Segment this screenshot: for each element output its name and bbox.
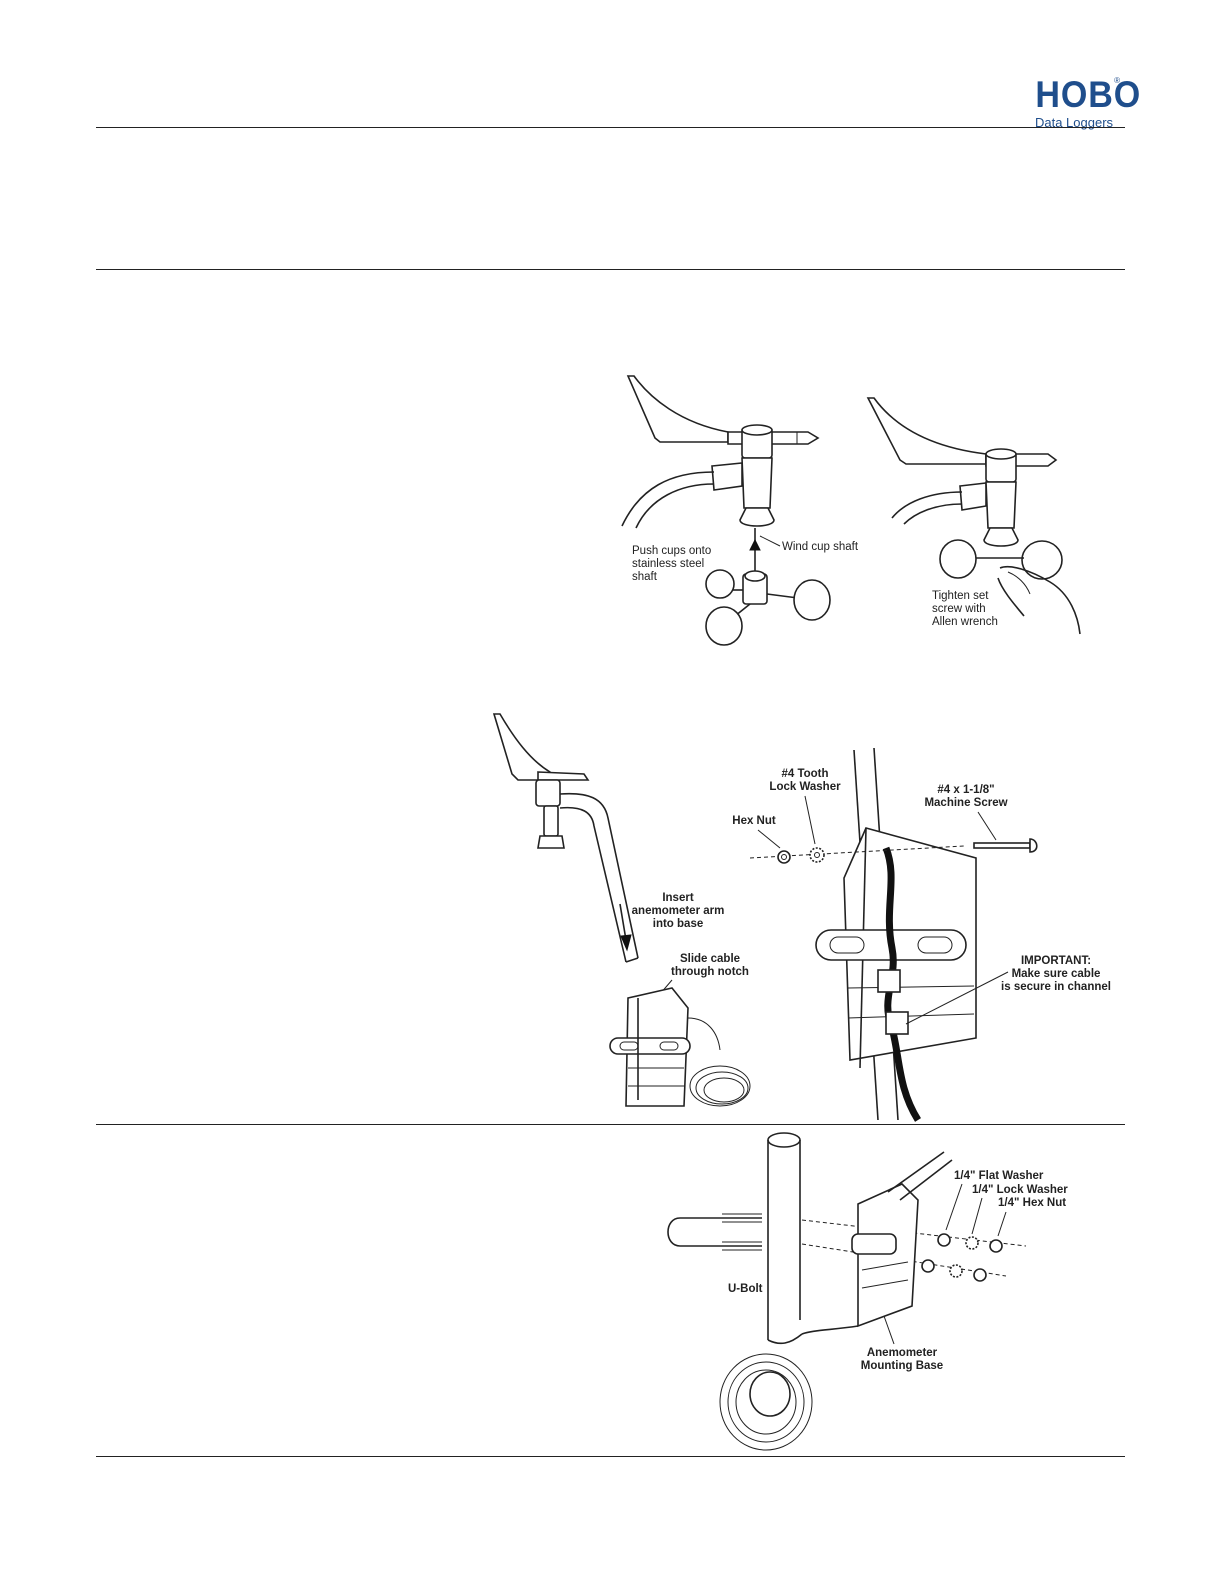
label-mounting-base-2: Mounting Base — [861, 1360, 943, 1372]
hex-nut-part — [777, 850, 791, 864]
figure-wind-cup-install: Push cups onto stainless steel shaft Win… — [621, 375, 1081, 646]
mast-pipe — [767, 1132, 801, 1340]
logo-registered-mark: ® — [1114, 76, 1120, 85]
label-tighten-3: Allen wrench — [932, 616, 998, 628]
label-push-cups-3: shaft — [632, 571, 658, 583]
machine-screw-part — [973, 838, 1038, 853]
label-mounting-base-1: Anemometer — [867, 1347, 938, 1359]
label-important-1: IMPORTANT: — [1021, 955, 1091, 967]
label-flat-washer: 1/4" Flat Washer — [954, 1170, 1044, 1182]
footer-rule — [96, 1456, 1125, 1457]
label-hex-nut: Hex Nut — [732, 815, 776, 827]
label-slide-2: through notch — [671, 966, 749, 978]
label-screw-1: #4 x 1-1/8" — [937, 784, 994, 796]
label-insert-2: anemometer arm — [632, 905, 725, 917]
washer-leader-line — [804, 795, 816, 845]
figure-arm-into-base: Insert anemometer arm into base Slide ca… — [492, 713, 1111, 1122]
lock-washer-leader — [971, 1197, 983, 1235]
base-leader-line — [883, 1315, 895, 1345]
label-tooth-washer-2: Lock Washer — [769, 781, 841, 793]
shaft-leader-line — [759, 535, 781, 547]
washer-nut-set — [921, 1233, 1003, 1282]
section-rule-2 — [96, 1124, 1125, 1125]
hobo-logo: HOBO ® Data Loggers — [1032, 74, 1142, 131]
label-important-2: Make sure cable — [1012, 968, 1101, 980]
wind-vane-illustration-right — [866, 397, 1081, 635]
important-leader-line — [905, 971, 1009, 1025]
label-tighten-1: Tighten set — [932, 590, 989, 602]
section-rule-1 — [96, 269, 1125, 270]
label-insert-3: into base — [653, 918, 703, 930]
label-push-cups-2: stainless steel — [632, 558, 704, 570]
label-important-3: is secure in channel — [1001, 981, 1111, 993]
logo-wordmark: HOBO — [1035, 74, 1142, 115]
label-push-cups-1: Push cups onto — [632, 545, 711, 557]
anemometer-arm-illustration — [492, 713, 639, 963]
label-u-bolt: U-Bolt — [728, 1283, 763, 1295]
figure-ubolt-mounting: 1/4" Flat Washer 1/4" Lock Washer 1/4" H… — [667, 1132, 1068, 1451]
label-hex-nut-quarter: 1/4" Hex Nut — [998, 1197, 1066, 1209]
arrow-insert-arm — [619, 903, 627, 941]
header-rule — [96, 127, 1125, 128]
mounting-base-detail — [815, 747, 977, 1122]
logo-subtitle: Data Loggers — [1034, 115, 1114, 130]
wind-vane-illustration-left — [621, 375, 820, 542]
wind-cups-illustration-left — [705, 569, 831, 646]
hex-nut-leader — [997, 1211, 1007, 1237]
label-tooth-washer-1: #4 Tooth — [781, 768, 828, 780]
screw-leader-line — [977, 811, 997, 841]
mounting-base-small — [609, 987, 751, 1107]
tooth-washer-part — [809, 847, 825, 863]
hexnut-leader-line — [757, 829, 781, 849]
anemometer-mounting-base — [801, 1151, 953, 1335]
cable-coil — [719, 1333, 813, 1451]
label-wind-cup-shaft: Wind cup shaft — [782, 541, 859, 553]
label-screw-2: Machine Screw — [924, 797, 1007, 809]
arrow-up-head — [749, 538, 761, 551]
flat-washer-leader — [945, 1183, 963, 1231]
u-bolt-part — [667, 1213, 762, 1251]
arrow-insert-head — [620, 934, 632, 952]
label-tighten-2: screw with — [932, 603, 986, 615]
label-insert-1: Insert — [662, 892, 693, 904]
label-slide-1: Slide cable — [680, 953, 740, 965]
label-lock-washer: 1/4" Lock Washer — [972, 1184, 1068, 1196]
